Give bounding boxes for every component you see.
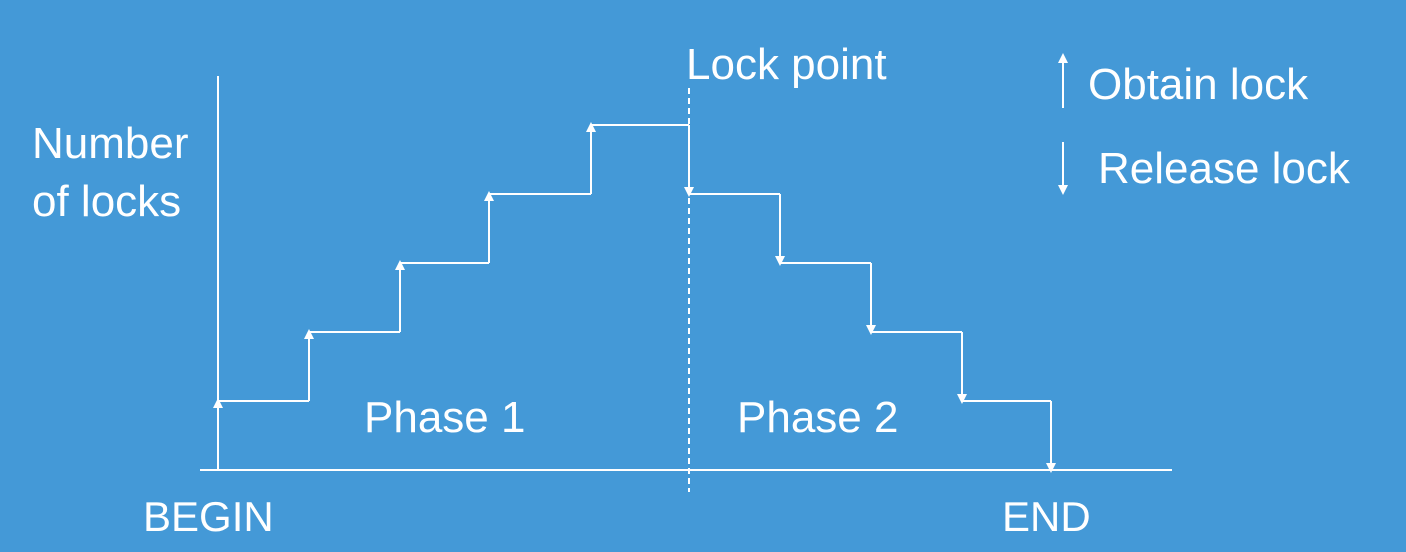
lock-point-label: Lock point — [686, 40, 887, 89]
end-label: END — [1002, 493, 1091, 540]
release-lock-label: Release lock — [1098, 144, 1351, 193]
obtain-lock-label: Obtain lock — [1088, 60, 1309, 109]
phase1-label: Phase 1 — [364, 393, 525, 442]
release-lock-steps — [684, 125, 1056, 473]
y-axis-label-line1: Number — [32, 119, 189, 168]
phase2-label: Phase 2 — [737, 393, 898, 442]
begin-label: BEGIN — [143, 493, 274, 540]
y-axis-label-line2: of locks — [32, 177, 181, 226]
obtain-lock-steps — [213, 122, 689, 470]
